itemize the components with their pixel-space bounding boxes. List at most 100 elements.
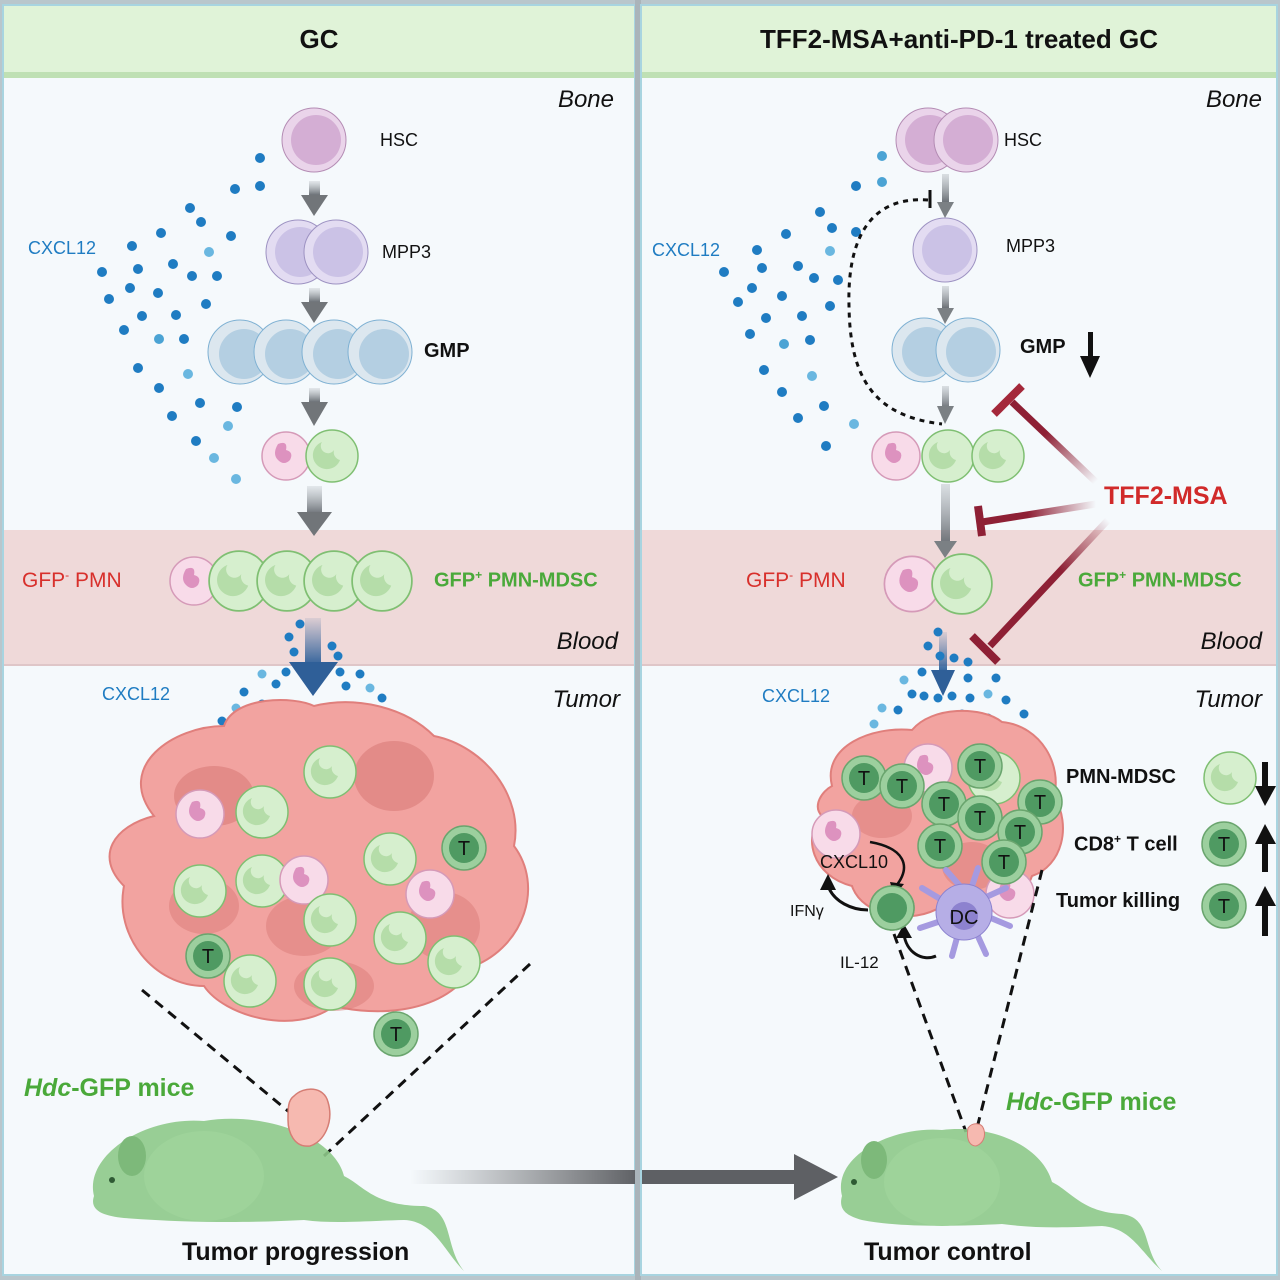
- mpp3-cells: [265, 219, 369, 285]
- dendritic-cell: DC: [917, 865, 1013, 959]
- gfp-pos-pmn-mdsc-label: GFP+ PMN-MDSC: [1078, 568, 1242, 592]
- mpp3-cell: [912, 217, 978, 283]
- panel-treated: TFF2-MSA+anti-PD-1 treated GC Bone Blood…: [640, 4, 1278, 1276]
- t-cells-tumor: T T T T T T T T T T: [841, 743, 1063, 931]
- arrow-down: [937, 286, 954, 324]
- hsc-cells: [895, 107, 999, 173]
- cxcl10-label: CXCL10: [820, 852, 888, 872]
- outcome-label: Tumor control: [864, 1238, 1032, 1266]
- myeloid-cells-bone: [871, 429, 1025, 483]
- t-cell: T: [957, 743, 1003, 789]
- mouse-with-large-tumor: [92, 1088, 465, 1271]
- legend-up-arrow: [1255, 886, 1276, 936]
- legend-cd8-t-cell-label: CD8+ T cell: [1074, 832, 1178, 856]
- cxcl12-tumor-label: CXCL12: [762, 686, 831, 706]
- svg-text:T: T: [974, 808, 986, 830]
- gmp-cells: [891, 317, 1001, 383]
- il12-label: IL-12: [840, 953, 879, 972]
- gmp-decrease-arrow: [1080, 332, 1100, 378]
- arrow-down: [297, 486, 332, 536]
- svg-text:T: T: [1014, 822, 1026, 844]
- svg-text:T: T: [202, 946, 214, 968]
- legend-pmn-mdsc-icon: [1203, 751, 1257, 805]
- svg-text:T: T: [390, 1024, 402, 1046]
- cxcl12-migration-arrow: [289, 618, 338, 696]
- blood-cells: [883, 553, 993, 615]
- hsc-label: HSC: [380, 130, 419, 150]
- gfp-pos-pmn-mdsc-label: GFP+ PMN-MDSC: [434, 568, 598, 592]
- arrow-down: [937, 174, 954, 218]
- cxcl12-bone-label: CXCL12: [652, 240, 721, 260]
- svg-text:T: T: [858, 768, 870, 790]
- il12-arrow: [902, 933, 937, 960]
- cxcl10-arrow: [869, 840, 906, 887]
- svg-text:T: T: [1034, 792, 1046, 814]
- right-illustration: T T T T T T T T T T DC CXCL10 IFNγ IL-12: [642, 107, 1276, 1271]
- panel-divider: [635, 0, 641, 1280]
- gmp-label: GMP: [424, 340, 470, 362]
- legend-tumor-killing-icon: T: [1201, 883, 1247, 929]
- legend-t-cell-icon: T: [1201, 821, 1247, 867]
- zoom-line: [974, 869, 1044, 1133]
- t-cell: T: [373, 1011, 419, 1057]
- zoom-line: [322, 962, 532, 1158]
- svg-text:T: T: [1218, 896, 1230, 918]
- arrow-down: [934, 484, 957, 558]
- arrow-down: [301, 181, 328, 216]
- t-cell: T: [879, 763, 925, 809]
- mouse-strain-label: Hdc-GFP mice: [1006, 1088, 1177, 1116]
- arrow-down: [301, 288, 328, 323]
- svg-text:T: T: [934, 836, 946, 858]
- mpp3-label: MPP3: [1006, 236, 1056, 256]
- cxcl12-tumor-label: CXCL12: [102, 684, 171, 704]
- myeloid-cells-bone: [261, 429, 359, 483]
- blood-cells: [169, 550, 413, 612]
- svg-text:T: T: [998, 852, 1010, 874]
- panel-untreated: GC Bone Blood Tumor HSC MPP3 GMP CXCL12 …: [2, 4, 638, 1276]
- region-bone-label: Bone: [1205, 86, 1262, 113]
- svg-text:T: T: [938, 794, 950, 816]
- arrow-down: [937, 386, 954, 424]
- hsc-label: HSC: [1004, 130, 1043, 150]
- t-cell: T: [841, 755, 887, 801]
- tff2-inhibition-tumor: [969, 517, 1111, 665]
- gmp-label: GMP: [1020, 336, 1066, 358]
- transition-arrow-head: [794, 1154, 838, 1200]
- t-cell-activated: [869, 885, 915, 931]
- transition-arrow-shaft: [642, 1170, 802, 1184]
- legend-pmn-mdsc-label: PMN-MDSC: [1066, 766, 1176, 788]
- transition-arrow-shaft: [410, 1170, 638, 1184]
- gfp-neg-pmn-label: GFP- PMN: [746, 568, 846, 592]
- t-cell: T: [441, 825, 487, 871]
- region-blood-label: Blood: [556, 628, 618, 655]
- mouse-with-small-tumor: [840, 1123, 1162, 1271]
- region-bone-label: Bone: [557, 86, 614, 113]
- t-cell: T: [921, 781, 967, 827]
- tff2-msa-label: TFF2-MSA: [1104, 482, 1228, 510]
- legend-up-arrow: [1255, 824, 1276, 872]
- region-tumor-label: Tumor: [1194, 686, 1262, 713]
- panel-title: GC: [4, 6, 634, 78]
- gmp-cells: [207, 319, 413, 385]
- svg-text:T: T: [458, 838, 470, 860]
- panel-title: TFF2-MSA+anti-PD-1 treated GC: [642, 6, 1276, 78]
- t-cell: T: [957, 795, 1003, 841]
- tff2-inhibition-bone: [991, 383, 1099, 485]
- svg-text:T: T: [1218, 834, 1230, 856]
- svg-text:T: T: [974, 756, 986, 778]
- cxcl12-dots-bone: [97, 153, 265, 484]
- mouse-strain-label: Hdc-GFP mice: [24, 1074, 195, 1102]
- region-blood-label: Blood: [1200, 628, 1262, 655]
- t-cell: T: [1017, 779, 1063, 825]
- left-illustration: T T T: [92, 107, 638, 1271]
- outcome-label: Tumor progression: [182, 1238, 410, 1266]
- ifng-label: IFNγ: [790, 903, 824, 920]
- svg-text:DC: DC: [950, 907, 979, 929]
- arrow-down: [301, 388, 328, 426]
- cxcl12-migration-arrow: [931, 632, 955, 696]
- cxcl12-dots-bone: [719, 151, 887, 451]
- svg-text:T: T: [896, 776, 908, 798]
- region-tumor-label: Tumor: [552, 686, 620, 713]
- hsc-cell: [281, 107, 347, 173]
